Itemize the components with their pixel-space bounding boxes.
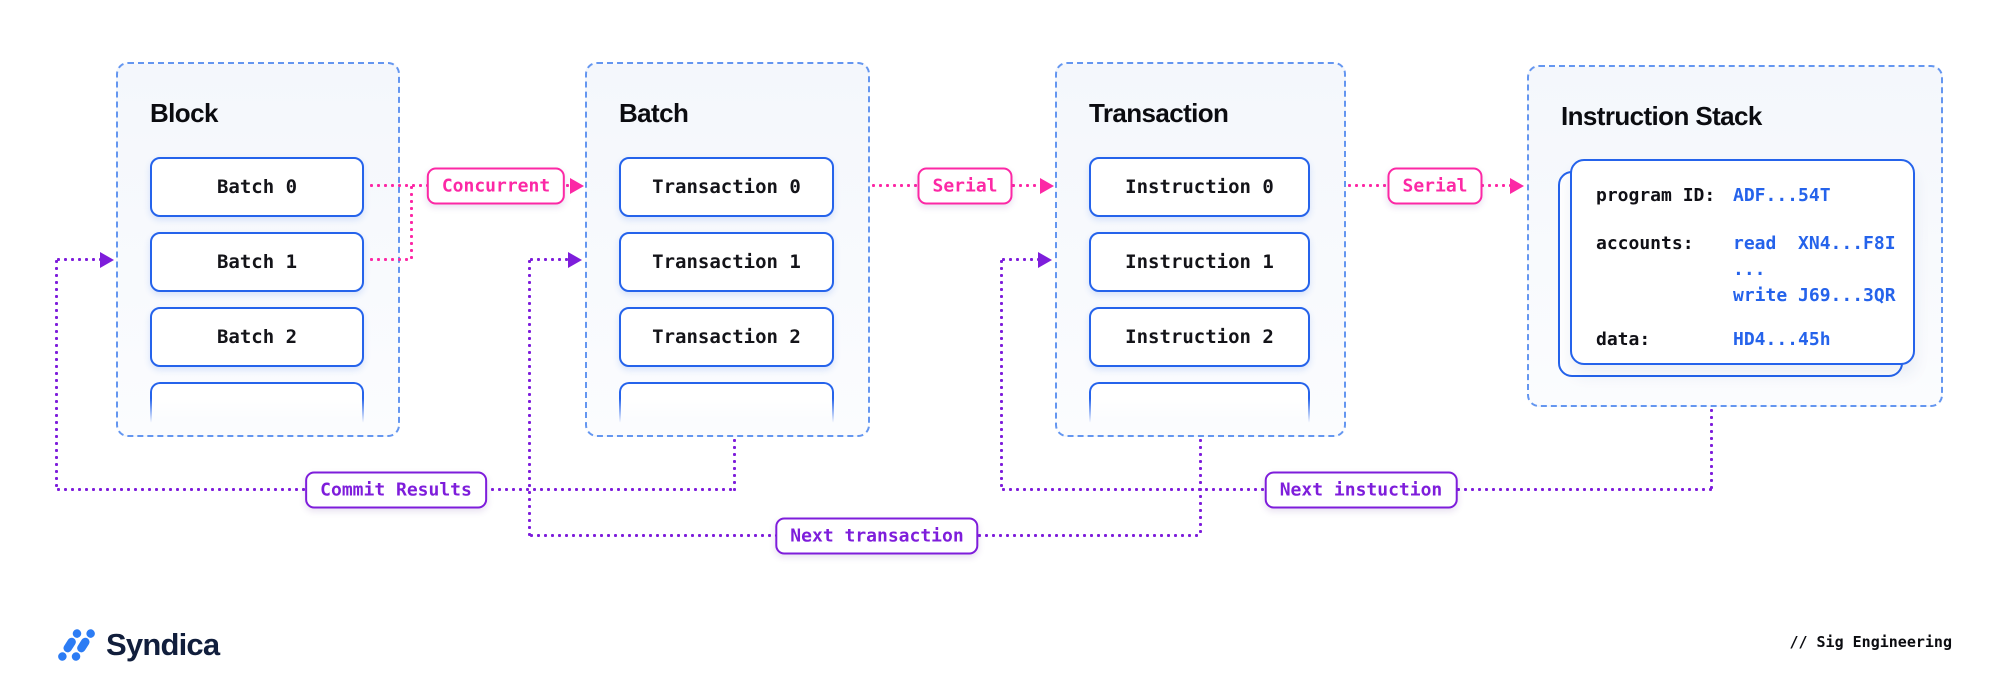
next-transaction-tag: Next transaction xyxy=(775,517,979,555)
next-instruction-rise-line xyxy=(1000,258,1003,491)
serial-transaction-tag: Serial xyxy=(1387,167,1483,205)
commit-results-rise-line xyxy=(55,258,58,491)
next-instruction-entry-line xyxy=(1000,258,1042,261)
accounts-write-value: write J69...3QR xyxy=(1733,285,1896,306)
program-id-label: program ID: xyxy=(1596,185,1716,206)
data-row: data: HD4...45h xyxy=(1596,327,1913,353)
transaction-0-box: Transaction 0 xyxy=(619,157,834,217)
instruction-1-box: Instruction 1 xyxy=(1089,232,1310,292)
commit-results-arrowhead-icon xyxy=(100,252,114,268)
commit-results-drop-line xyxy=(733,437,736,491)
transaction-1-box: Transaction 1 xyxy=(619,232,834,292)
instruction-stack-container: Instruction Stack program ID: ADF...54T … xyxy=(1527,65,1943,407)
accounts-label: accounts: xyxy=(1596,233,1694,254)
accounts-ellipsis: ... xyxy=(1733,259,1766,280)
batch-0-box: Batch 0 xyxy=(150,157,364,217)
serial-transaction-arrowhead-icon xyxy=(1510,178,1524,194)
instruction-overflow-ghost-box xyxy=(1089,382,1310,434)
concurrent-line-merge xyxy=(410,184,413,261)
transaction-overflow-ghost-box xyxy=(619,382,834,434)
instruction-2-box: Instruction 2 xyxy=(1089,307,1310,367)
next-instruction-tag: Next instuction xyxy=(1264,471,1458,509)
next-transaction-drop-line xyxy=(1199,437,1202,537)
commit-results-entry-line xyxy=(55,258,101,261)
program-id-value: ADF...54T xyxy=(1733,185,1831,206)
next-instruction-drop-line xyxy=(1710,407,1713,491)
instruction-0-box: Instruction 0 xyxy=(1089,157,1310,217)
accounts-row: accounts: read XN4...F8I ... write J69..… xyxy=(1596,231,1913,309)
concurrent-tag: Concurrent xyxy=(426,167,566,205)
transaction-title: Transaction xyxy=(1089,98,1229,128)
instruction-card: program ID: ADF...54T accounts: read XN4… xyxy=(1570,159,1915,365)
brand-name: Syndica xyxy=(106,627,220,662)
next-transaction-rise-line xyxy=(528,258,531,537)
next-instruction-arrowhead-icon xyxy=(1038,252,1052,268)
block-title: Block xyxy=(150,98,218,128)
batch-1-box: Batch 1 xyxy=(150,232,364,292)
transaction-container: Transaction Instruction 0 Instruction 1 … xyxy=(1055,62,1346,437)
batch-2-box: Batch 2 xyxy=(150,307,364,367)
next-transaction-arrowhead-icon xyxy=(568,252,582,268)
program-id-row: program ID: ADF...54T xyxy=(1596,183,1913,209)
concurrent-arrowhead-icon xyxy=(570,178,584,194)
instruction-stack-title: Instruction Stack xyxy=(1561,101,1762,131)
data-label: data: xyxy=(1596,329,1651,350)
concurrent-line-batch1-feeder xyxy=(368,258,412,261)
accounts-read-value: read XN4...F8I xyxy=(1733,233,1896,254)
batch-overflow-ghost-box xyxy=(150,382,364,434)
credit-text: // Sig Engineering xyxy=(1789,633,1952,651)
block-container: Block Batch 0 Batch 1 Batch 2 xyxy=(116,62,400,437)
batch-title: Batch xyxy=(619,98,689,128)
next-transaction-entry-line xyxy=(528,258,572,261)
syndica-logo-icon xyxy=(58,629,95,661)
data-value: HD4...45h xyxy=(1733,329,1831,350)
serial-batch-tag: Serial xyxy=(917,167,1013,205)
commit-results-tag: Commit Results xyxy=(305,471,487,509)
serial-batch-arrowhead-icon xyxy=(1040,178,1054,194)
brand-logo: Syndica xyxy=(55,626,220,664)
batch-container: Batch Transaction 0 Transaction 1 Transa… xyxy=(585,62,870,437)
transaction-2-box: Transaction 2 xyxy=(619,307,834,367)
